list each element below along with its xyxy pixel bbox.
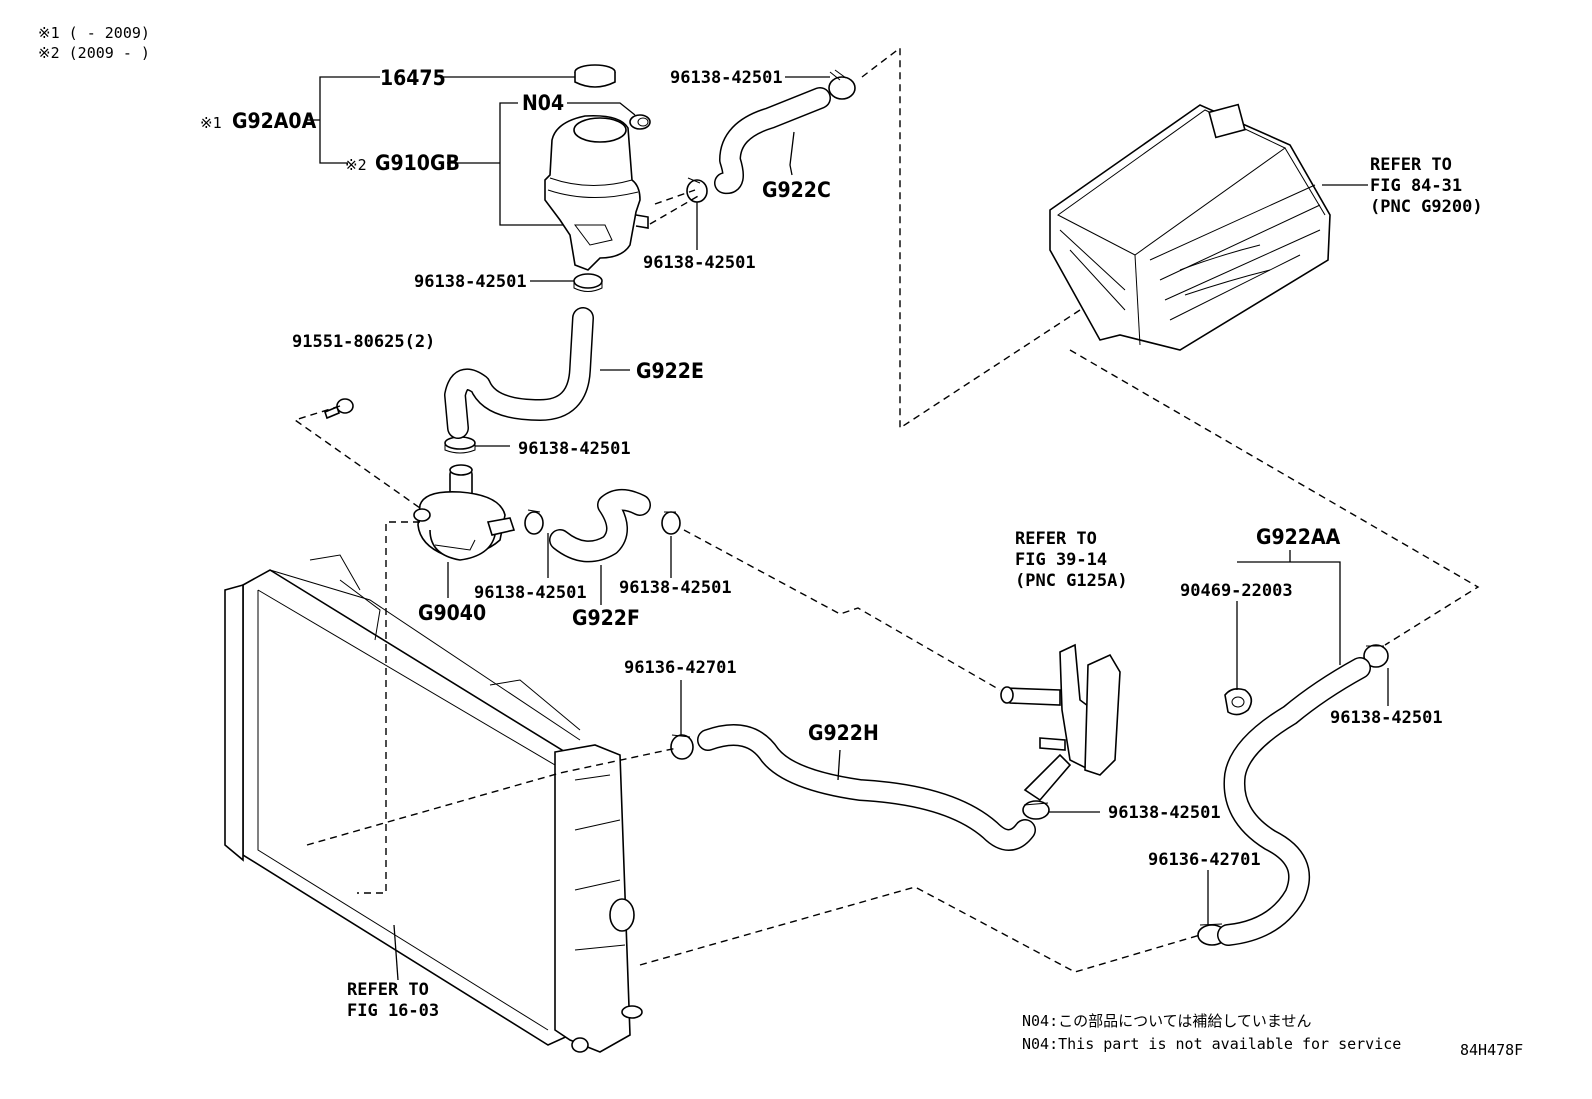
clamp-pump-outlet bbox=[524, 509, 544, 535]
ref-cooler[interactable]: REFER TO FIG 39-14 (PNC G125A) bbox=[1015, 529, 1128, 591]
hose-G922H bbox=[697, 724, 1036, 851]
ref-cooler-line-1: REFER TO bbox=[1015, 529, 1097, 549]
label-clamp-f[interactable]: 96138-42501 bbox=[619, 578, 732, 598]
label-G9040[interactable]: G9040 bbox=[418, 601, 486, 625]
label-clamp-e[interactable]: 96138-42501 bbox=[474, 583, 587, 603]
label-clamp-a[interactable]: 96138-42501 bbox=[670, 68, 783, 88]
ref-inverter-line-1: REFER TO bbox=[1370, 155, 1452, 175]
ref-radiator-line-2: FIG 16-03 bbox=[347, 1001, 439, 1021]
label-G922E[interactable]: G922E bbox=[636, 359, 704, 383]
label-clamp-j[interactable]: 96136-42701 bbox=[1148, 850, 1261, 870]
label-G910GB[interactable]: G910GB bbox=[375, 151, 460, 175]
hose-G922AA bbox=[1217, 657, 1371, 946]
grommet bbox=[1224, 688, 1253, 716]
cooler-pipe bbox=[1000, 643, 1121, 802]
note-range-1: ※1 ( - 2009) bbox=[38, 24, 150, 42]
label-clamp-b[interactable]: 96138-42501 bbox=[643, 253, 756, 273]
ref-cooler-line-3: (PNC G125A) bbox=[1015, 571, 1128, 591]
hose-G922F bbox=[549, 489, 651, 563]
hose-G922E bbox=[444, 307, 594, 439]
water-pump bbox=[413, 464, 516, 561]
clamp-g922f-end bbox=[661, 511, 681, 535]
label-clamp-d[interactable]: 96138-42501 bbox=[518, 439, 631, 459]
label-clamp-i[interactable]: 96136-42701 bbox=[624, 658, 737, 678]
inverter bbox=[1049, 103, 1331, 351]
ref-cooler-line-2: FIG 39-14 bbox=[1015, 550, 1107, 570]
label-bolt[interactable]: 91551-80625(2) bbox=[292, 332, 435, 352]
label-grommet[interactable]: 90469-22003 bbox=[1180, 581, 1293, 601]
clamp-reservoir-bottom bbox=[573, 273, 603, 292]
label-G92A0A[interactable]: G92A0A bbox=[232, 109, 317, 133]
clamp-top bbox=[828, 69, 856, 100]
clamp-pump-inlet bbox=[444, 436, 476, 454]
footer-note-jp: N04:この部品については補給していません bbox=[1022, 1012, 1311, 1030]
label-G922F[interactable]: G922F bbox=[572, 606, 640, 630]
note-range-2: ※2 (2009 - ) bbox=[38, 44, 150, 62]
clamp-reservoir bbox=[686, 177, 708, 203]
label-16475[interactable]: 16475 bbox=[380, 66, 446, 90]
ref-radiator[interactable]: REFER TO FIG 16-03 bbox=[347, 980, 439, 1021]
label-clamp-g[interactable]: 96138-42501 bbox=[1108, 803, 1221, 823]
label-clamp-c[interactable]: 96138-42501 bbox=[414, 272, 527, 292]
reservoir-tank bbox=[544, 114, 649, 271]
label-N04[interactable]: N04 bbox=[522, 91, 564, 115]
ref-inverter-line-2: FIG 84-31 bbox=[1370, 176, 1462, 196]
bolt bbox=[324, 398, 354, 420]
label-clamp-h[interactable]: 96138-42501 bbox=[1330, 708, 1443, 728]
radiator bbox=[224, 554, 643, 1053]
figure-code: 84H478F bbox=[1460, 1041, 1523, 1059]
mark-2: ※2 bbox=[345, 156, 367, 174]
ref-inverter-line-3: (PNC G9200) bbox=[1370, 197, 1483, 217]
label-G922AA[interactable]: G922AA bbox=[1256, 525, 1341, 549]
label-G922H[interactable]: G922H bbox=[808, 721, 879, 745]
clamp-cooler bbox=[1022, 800, 1050, 820]
reservoir-cap bbox=[574, 64, 616, 88]
footer-note-en: N04:This part is not available for servi… bbox=[1022, 1035, 1401, 1053]
mark-1: ※1 bbox=[200, 114, 222, 132]
small-cap bbox=[629, 114, 651, 130]
ref-radiator-line-1: REFER TO bbox=[347, 980, 429, 1000]
clamp-radiator bbox=[670, 734, 694, 760]
hose-G922C bbox=[714, 87, 831, 195]
label-G922C[interactable]: G922C bbox=[762, 178, 831, 202]
clamp-inverter bbox=[1363, 644, 1389, 668]
ref-inverter[interactable]: REFER TO FIG 84-31 (PNC G9200) bbox=[1370, 155, 1483, 217]
